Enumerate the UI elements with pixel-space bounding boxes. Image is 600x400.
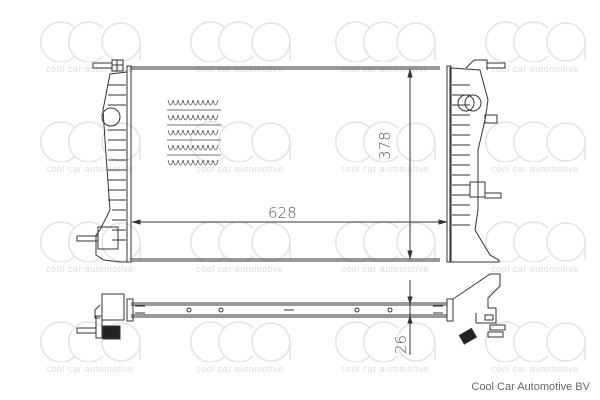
- watermark-text: cool car automotive: [46, 164, 134, 174]
- height-value: 378: [376, 131, 394, 160]
- radiator-side-view: [76, 273, 506, 345]
- cca-logo-icon: [334, 321, 436, 362]
- cca-logo-icon: [189, 321, 291, 362]
- outlet-pipe: [457, 94, 475, 112]
- depth-value: 26: [392, 334, 410, 354]
- watermark-text: cool car automotive: [196, 264, 284, 274]
- watermark: cool car automotive: [35, 220, 145, 280]
- depth-dimension-line: [407, 280, 413, 355]
- watermark-text: cool car automotive: [491, 64, 579, 74]
- height-dimension-label: 378: [376, 131, 394, 160]
- depth-dimension-label: 26: [392, 335, 410, 354]
- cca-logo-icon: [39, 121, 141, 162]
- watermark: cool car automotive: [185, 320, 295, 380]
- width-dimension-line: [131, 219, 448, 225]
- watermark: cool car automotive: [35, 20, 145, 80]
- watermark-text: cool car automotive: [341, 164, 429, 174]
- watermark-text: cool car automotive: [46, 64, 134, 74]
- watermark: cool car automotive: [480, 220, 590, 280]
- inlet-pipe: [101, 107, 121, 127]
- radiator-core-front: [130, 66, 451, 262]
- watermark-text: cool car automotive: [491, 364, 579, 374]
- watermark: cool car automotive: [480, 320, 590, 380]
- watermark: cool car automotive: [330, 120, 440, 180]
- watermark-text: cool car automotive: [46, 264, 134, 274]
- watermark-text: cool car automotive: [341, 364, 429, 374]
- cca-logo-icon: [484, 21, 586, 62]
- watermark-text: cool car automotive: [196, 164, 284, 174]
- cca-logo-icon: [334, 121, 436, 162]
- cca-logo-icon: [189, 21, 291, 62]
- fin-detail: [167, 99, 221, 166]
- cca-logo-icon: [39, 21, 141, 62]
- watermark-text: cool car automotive: [196, 364, 284, 374]
- watermark: cool car automotive: [480, 120, 590, 180]
- cca-logo-icon: [334, 21, 436, 62]
- watermark: cool car automotive: [330, 320, 440, 380]
- watermark-text: cool car automotive: [46, 364, 134, 374]
- cca-logo-icon: [484, 221, 586, 262]
- watermark: cool car automotive: [35, 320, 145, 380]
- watermark-text: cool car automotive: [341, 264, 429, 274]
- width-dimension-label: 628: [268, 204, 297, 222]
- height-dimension-line: [407, 68, 413, 260]
- right-tank: [446, 59, 506, 263]
- watermark-text: cool car automotive: [491, 264, 579, 274]
- cca-logo-icon: [484, 321, 586, 362]
- cca-logo-icon: [39, 321, 141, 362]
- left-tank: [76, 59, 132, 263]
- company-credit: Cool Car Automotive BV: [471, 381, 590, 393]
- watermark: cool car automotive: [35, 120, 145, 180]
- watermark-text: cool car automotive: [491, 164, 579, 174]
- watermark: cool car automotive: [480, 20, 590, 80]
- cca-logo-icon: [39, 221, 141, 262]
- cca-logo-icon: [484, 121, 586, 162]
